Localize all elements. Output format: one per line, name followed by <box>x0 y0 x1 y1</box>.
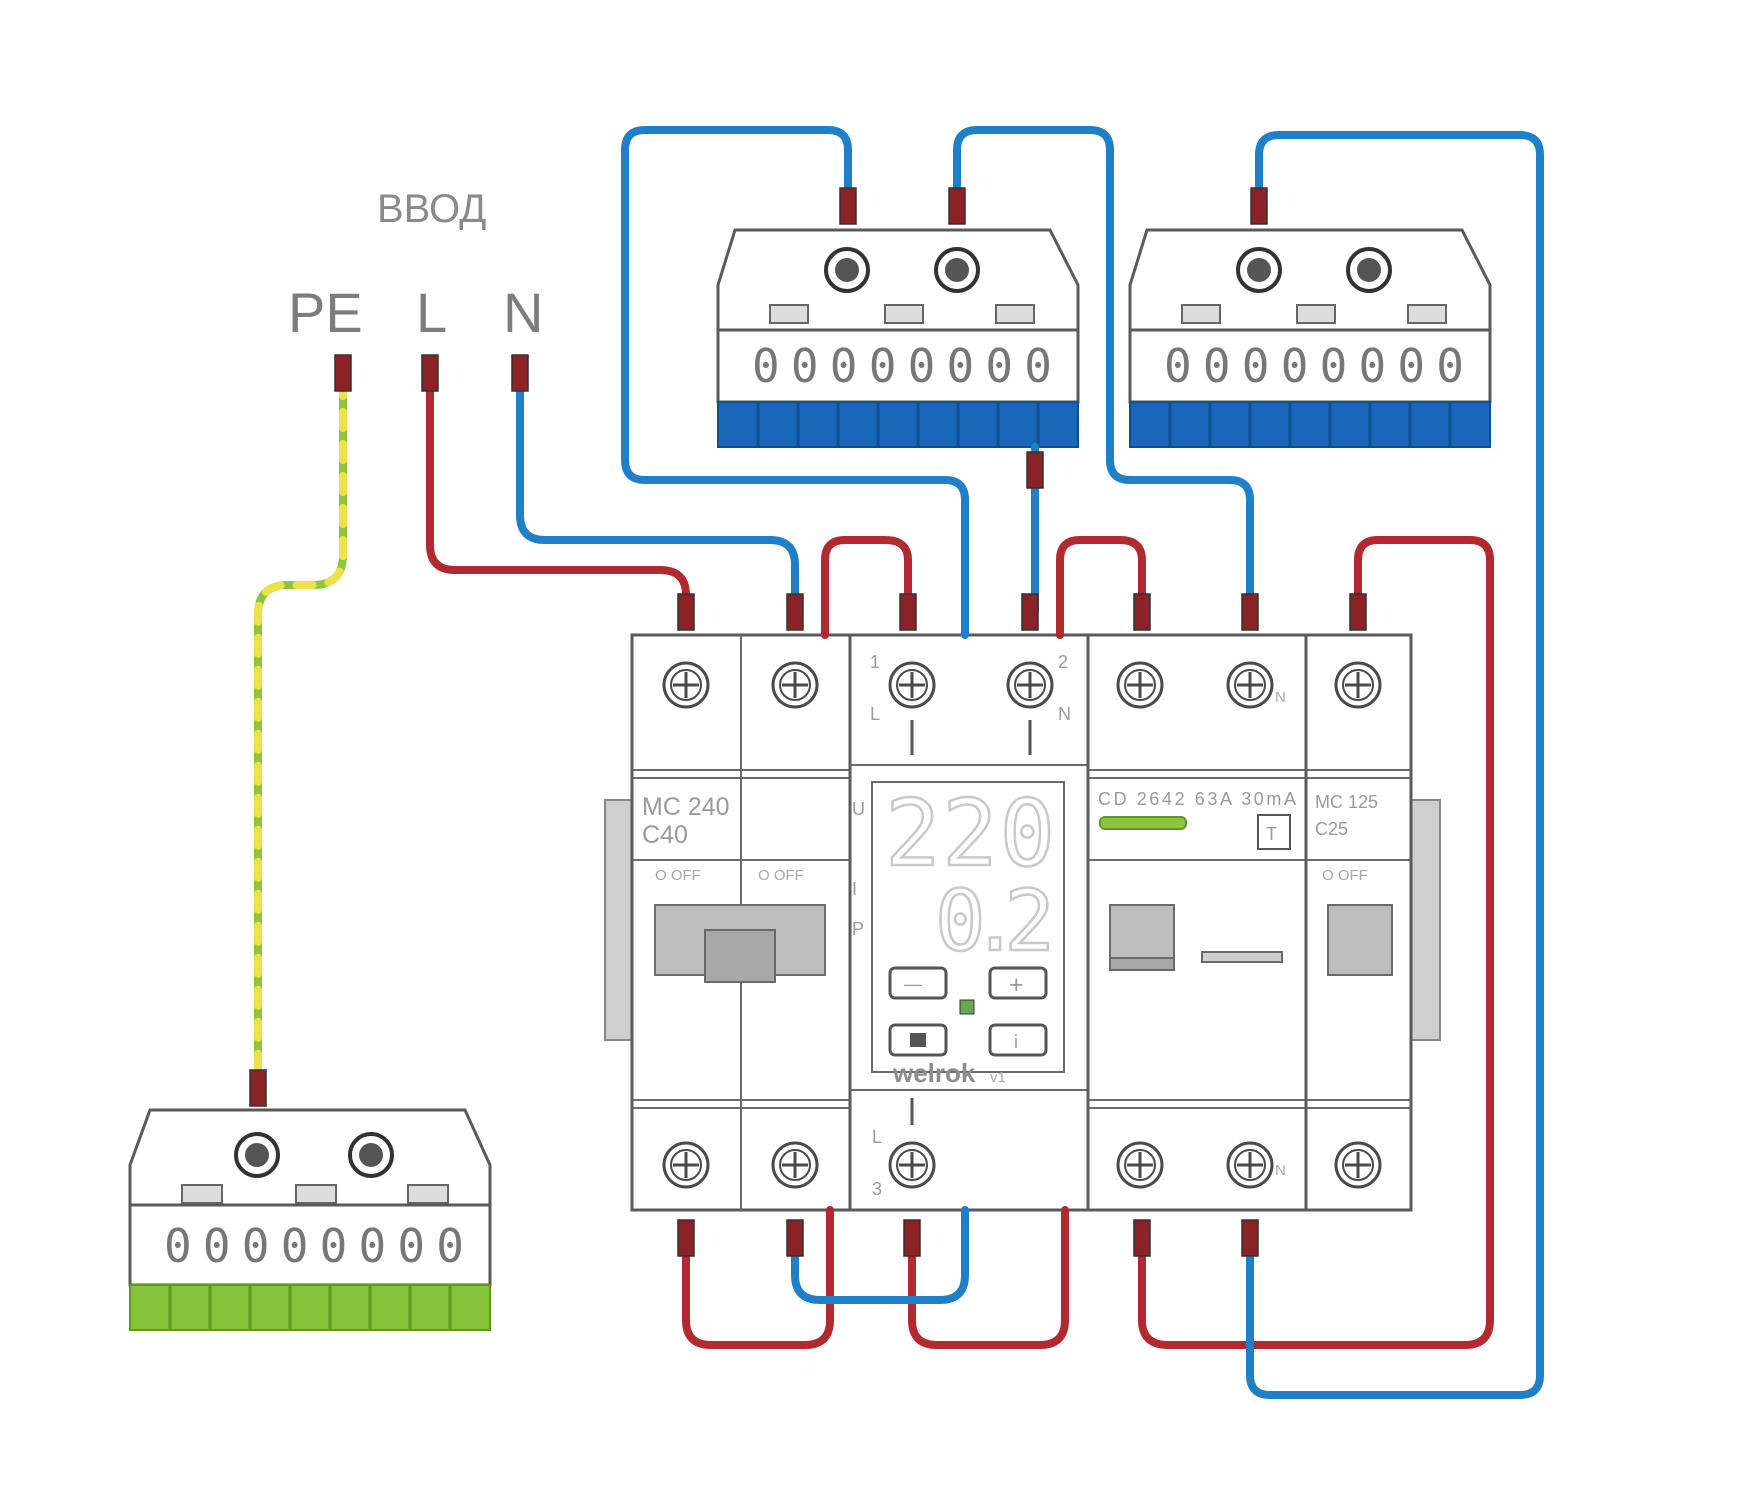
neutral-bus-1: 0 0 0 0 0 0 0 0 <box>716 228 1080 448</box>
relay-minus-label: — <box>904 974 922 994</box>
relay-term-3: 3 <box>872 1179 882 1199</box>
neutral-bus-2: 0 0 0 0 0 0 0 0 <box>1128 228 1492 448</box>
phase-wires <box>426 381 1494 1349</box>
voltage-relay: 1 L 2 N U I P 220 0.2 — + i welrok v1 3 … <box>848 633 1090 1212</box>
diagram-title: ВВОД <box>377 187 486 231</box>
neutral-wires <box>516 126 1544 1399</box>
neutral-bus-1-slots: 0 0 0 0 0 0 0 0 <box>752 339 1052 393</box>
rcd-n-bottom: N <box>1275 1162 1286 1179</box>
label-n: N <box>503 281 543 344</box>
relay-minus-button[interactable] <box>888 966 948 1000</box>
rcd-test-button[interactable] <box>1257 814 1291 850</box>
relay-side-p: P <box>852 919 864 939</box>
din-rail-left <box>604 799 636 1041</box>
main-breaker-model: MC 240 <box>642 793 730 821</box>
main-breaker: MC 240 C40 O OFF O OFF <box>630 633 852 1212</box>
pe-wire <box>254 376 347 1084</box>
din-rail-right <box>1409 799 1441 1041</box>
group-breaker: MC 125 C25 O OFF <box>1304 633 1413 1212</box>
relay-side-u: U <box>852 799 865 819</box>
relay-term-1: 1 <box>870 652 880 672</box>
neutral-bus-2-slots: 0 0 0 0 0 0 0 0 <box>1164 339 1464 393</box>
main-breaker-onoff-2: O OFF <box>758 867 804 884</box>
main-breaker-rating: C40 <box>642 821 688 849</box>
group-breaker-onoff: O OFF <box>1322 867 1368 884</box>
relay-term-2-sub: N <box>1058 704 1071 724</box>
rcd-test-label: T <box>1266 824 1277 844</box>
relay-plus-button[interactable] <box>988 966 1048 1000</box>
relay-display-current: 0.2 <box>935 872 1055 970</box>
relay-plus-label: + <box>1009 971 1024 999</box>
rcd-toggle[interactable] <box>1109 904 1175 966</box>
main-breaker-onoff-1: O OFF <box>655 867 701 884</box>
wire-lugs <box>249 187 1367 1257</box>
relay-menu-icon <box>910 1033 926 1047</box>
group-breaker-toggle[interactable] <box>1327 904 1393 976</box>
relay-brand: welrok <box>892 1058 976 1088</box>
relay-lock-icon <box>959 999 975 1015</box>
group-breaker-model: MC 125 <box>1315 792 1378 812</box>
relay-term-3-sub: L <box>872 1127 882 1147</box>
relay-display-voltage: 220 <box>885 780 1055 887</box>
pe-bus: 0 0 0 0 0 0 0 0 <box>128 1108 492 1331</box>
relay-term-1-sub: L <box>870 704 880 724</box>
relay-version: v1 <box>990 1069 1006 1086</box>
group-breaker-rating: C25 <box>1315 819 1348 839</box>
label-pe: PE <box>288 281 363 344</box>
relay-info-label: i <box>1014 1032 1018 1052</box>
relay-side-i: I <box>852 879 857 899</box>
label-l: L <box>416 281 447 344</box>
rcd: CD 2642 63A 30mA T N N <box>1086 633 1308 1212</box>
rcd-n-top: N <box>1275 689 1286 706</box>
relay-term-2: 2 <box>1058 652 1068 672</box>
relay-info-button[interactable] <box>988 1023 1048 1057</box>
pe-bus-slots: 0 0 0 0 0 0 0 0 <box>164 1219 464 1273</box>
rcd-indicator <box>1099 816 1187 830</box>
